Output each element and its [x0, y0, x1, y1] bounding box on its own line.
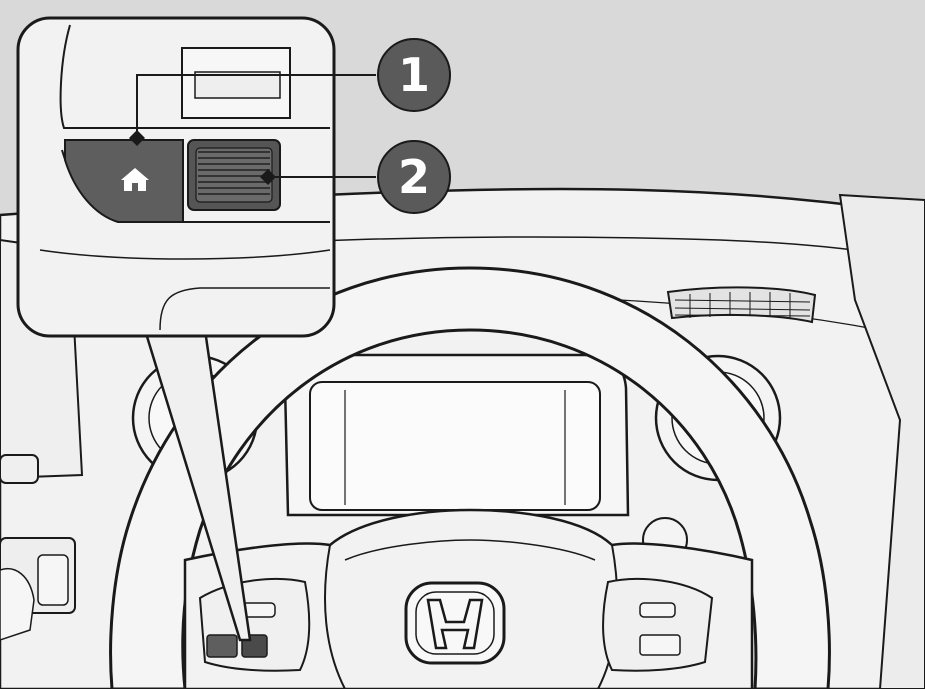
leader-line-2 [260, 169, 376, 185]
steering-wheel-rim [109, 266, 831, 689]
left-steering-switch-panel [198, 577, 311, 672]
thumb-wheel[interactable] [187, 139, 281, 211]
climate-controls [0, 537, 76, 641]
home-icon [121, 168, 149, 191]
callout-1: 1 [377, 38, 451, 112]
right-steering-switch-panel [602, 577, 714, 672]
callout-1-number: 1 [398, 48, 430, 102]
inset-zoom-panel [16, 16, 336, 338]
callout-2-number: 2 [398, 150, 430, 204]
air-vent-right [666, 286, 817, 324]
leader-line-1 [129, 74, 376, 146]
honda-logo [404, 581, 506, 665]
meter-cluster [283, 353, 630, 517]
callout-2: 2 [377, 140, 451, 214]
a-pillar-right [838, 193, 925, 689]
home-button-small[interactable] [206, 634, 238, 658]
